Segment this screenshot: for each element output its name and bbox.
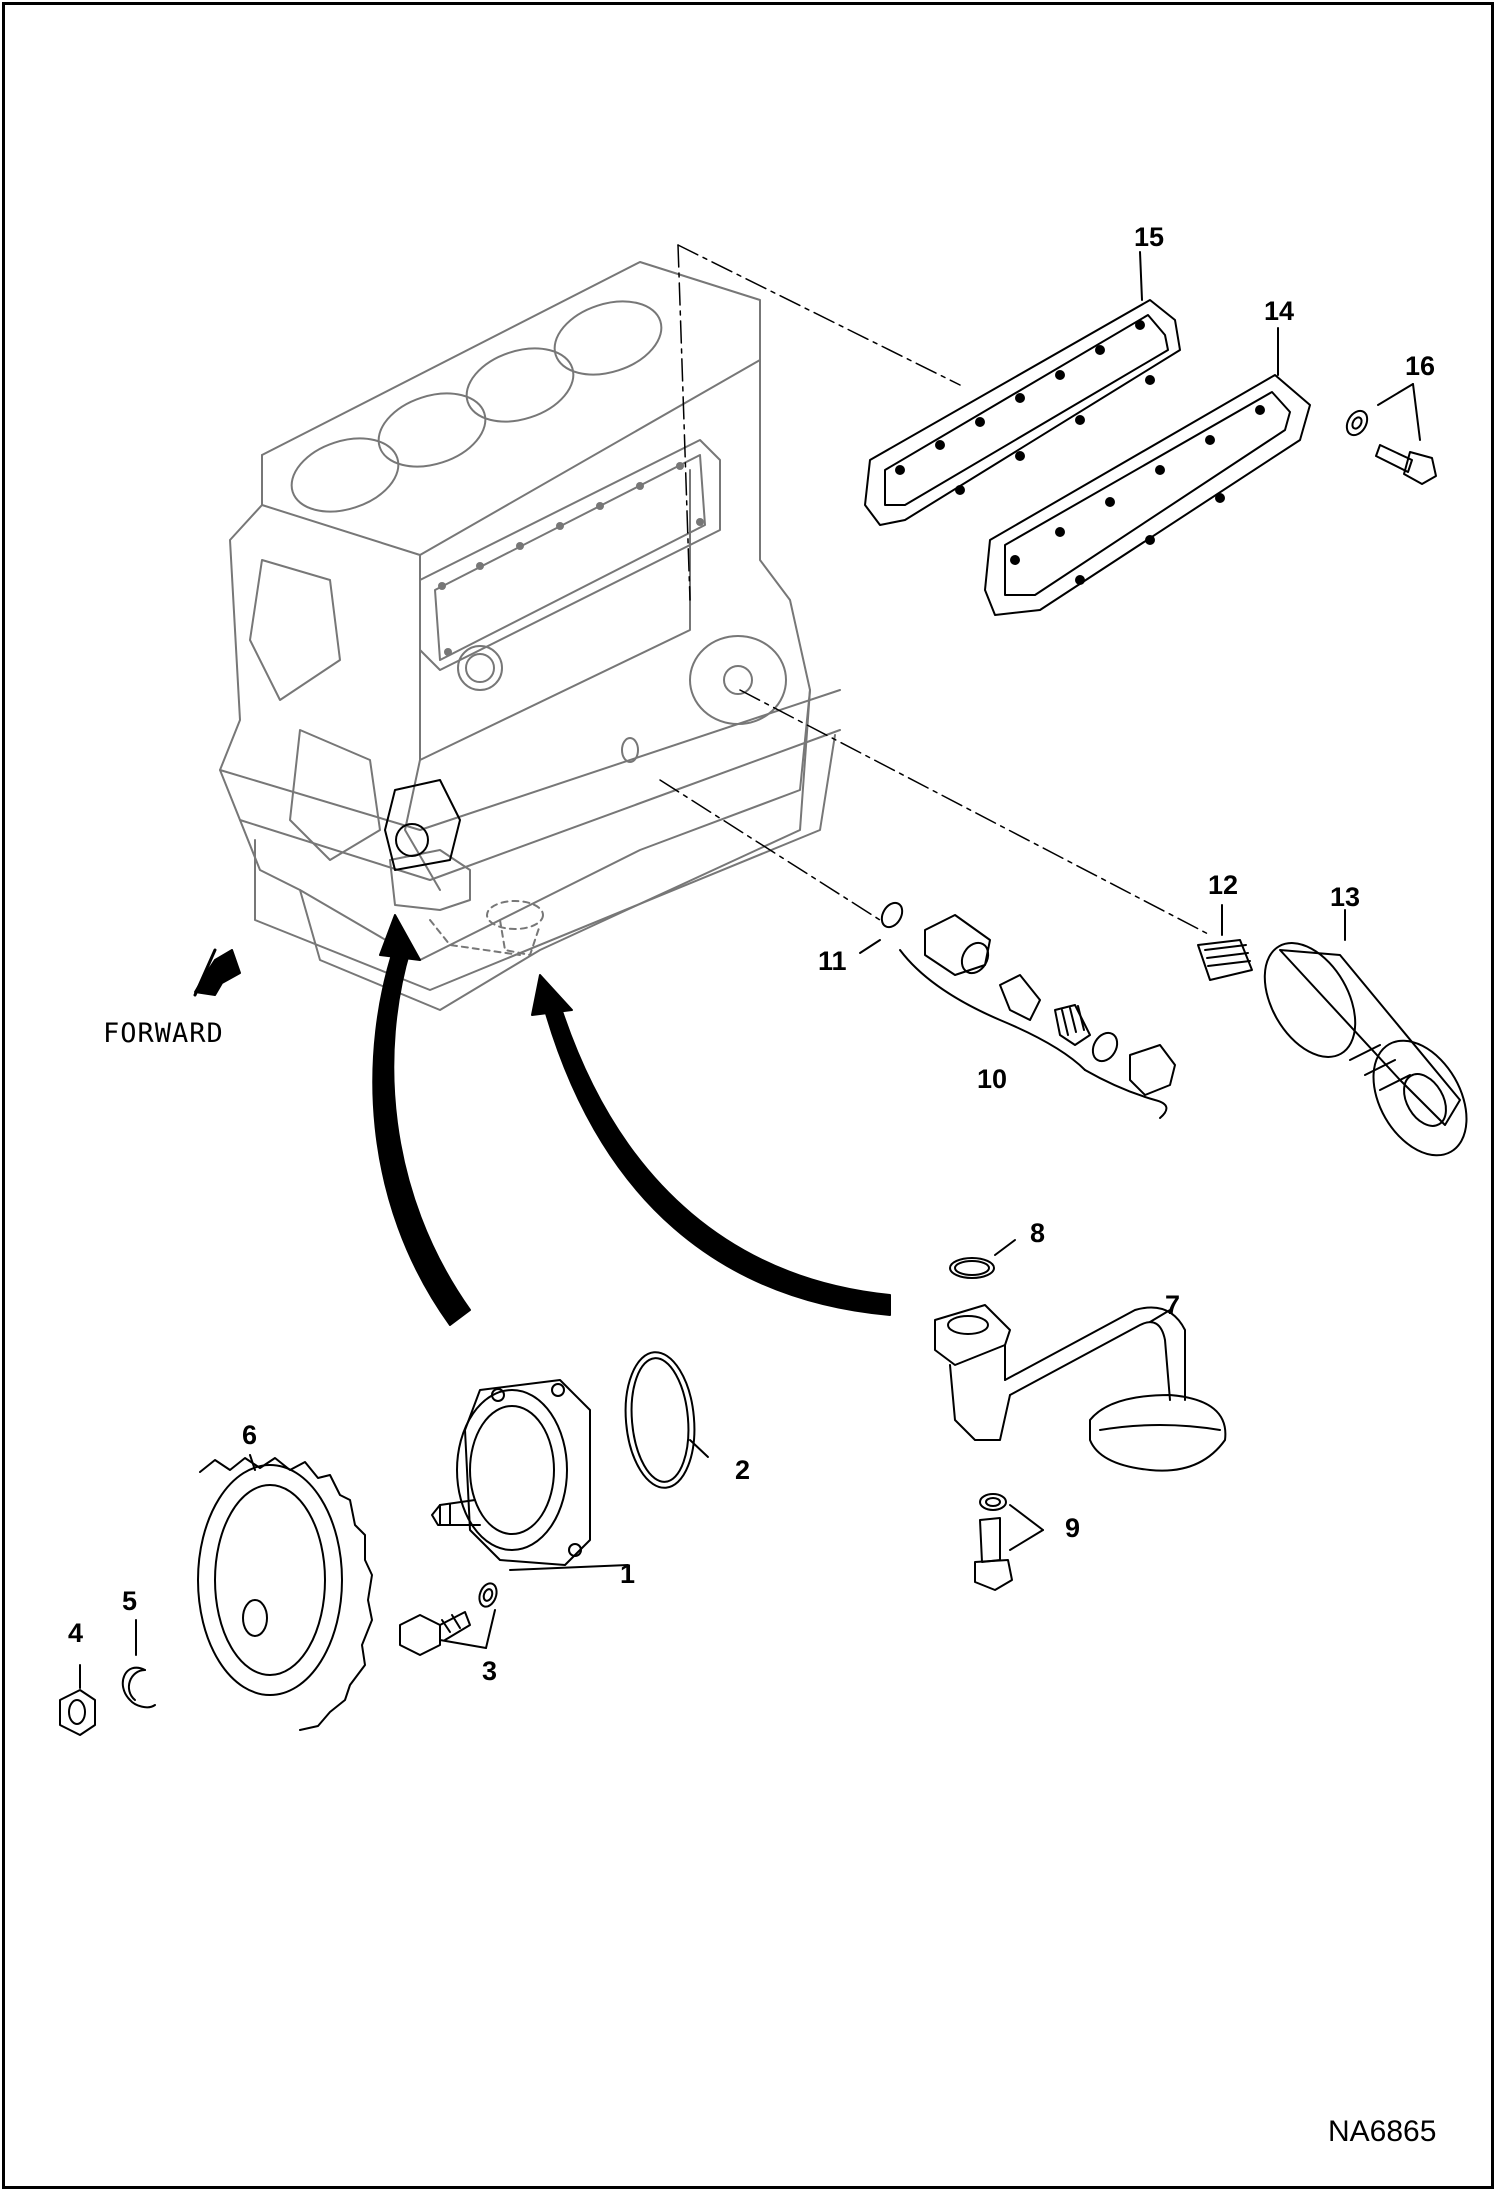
callout-4: 4	[68, 1618, 84, 1648]
gasket-15	[864, 299, 1181, 526]
forward-arrow-icon	[193, 948, 241, 997]
nut-4	[59, 1689, 96, 1736]
callout-12: 12	[1208, 870, 1239, 900]
callout-leaders	[79, 251, 1421, 1689]
relief-valve-group	[880, 901, 1176, 1119]
callout-8: 8	[1030, 1218, 1046, 1248]
callout-1: 1	[620, 1559, 636, 1589]
spring-12	[1197, 939, 1253, 981]
gear-6	[197, 1457, 373, 1731]
side-cover-14	[984, 374, 1311, 616]
callout-5: 5	[122, 1586, 138, 1616]
oil-pump-1	[431, 1379, 591, 1566]
o-ring-8	[949, 1257, 995, 1279]
callout-3: 3	[482, 1656, 498, 1686]
callout-2: 2	[735, 1455, 751, 1485]
center-lines	[659, 244, 1211, 936]
drawing-number: NA6865	[1328, 2115, 1437, 2148]
callout-10: 10	[977, 1064, 1008, 1094]
forward-label: FORWARD	[103, 1018, 224, 1049]
oil-filter-13	[1263, 942, 1468, 1157]
o-ring-2	[624, 1351, 696, 1489]
bolt-washer-16	[1345, 409, 1437, 485]
assembly-arrows	[372, 914, 891, 1326]
callout-9: 9	[1065, 1513, 1081, 1543]
callout-7: 7	[1165, 1290, 1181, 1320]
callout-15: 15	[1134, 222, 1165, 252]
callout-14: 14	[1264, 296, 1295, 326]
bolt-washer-9	[974, 1493, 1013, 1591]
strainer-pipe-7	[934, 1304, 1227, 1472]
callout-6: 6	[242, 1420, 258, 1450]
callout-16: 16	[1405, 351, 1436, 381]
callout-13: 13	[1330, 882, 1361, 912]
engine-block	[219, 261, 841, 1011]
clip-5	[121, 1666, 156, 1709]
callout-11: 11	[818, 946, 847, 976]
bolt-washer-3	[399, 1582, 498, 1656]
